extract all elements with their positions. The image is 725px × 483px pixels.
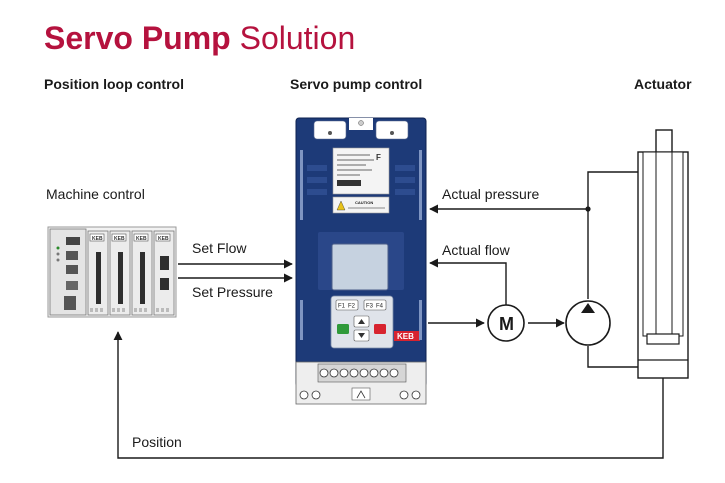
actuator-illustration [637, 129, 689, 379]
key-f3: F3 [366, 304, 374, 310]
title-strong: Servo Pump [44, 20, 231, 56]
motor-symbol: M [487, 304, 525, 342]
pump-to-cylinder-bottom [587, 346, 638, 368]
key-f2: F2 [348, 304, 356, 310]
heading-position-loop: Position loop control [44, 76, 184, 92]
position-feedback-arrow [113, 331, 664, 459]
label-set-flow: Set Flow [192, 240, 247, 256]
page-title: Servo Pump Solution [44, 18, 355, 58]
signal-lines [113, 171, 664, 459]
svg-text:KEB: KEB [136, 236, 147, 242]
pump-symbol [565, 300, 611, 346]
svg-text:F: F [376, 153, 381, 162]
motor-label: M [499, 314, 514, 334]
svg-text:KEB: KEB [114, 236, 125, 242]
key-f4: F4 [376, 304, 384, 310]
junction-dot [585, 206, 591, 212]
label-actual-flow: Actual flow [442, 242, 510, 258]
heading-actuator: Actuator [634, 76, 692, 92]
key-f1: F1 [338, 304, 346, 310]
pump-to-cylinder-top [587, 171, 638, 299]
servo-drive-illustration: F CAUTION F1 F2 F3 F4 KEB [295, 117, 427, 405]
svg-text:KEB: KEB [158, 236, 169, 242]
label-machine-control: Machine control [46, 186, 145, 202]
label-position: Position [132, 434, 182, 450]
label-actual-pressure: Actual pressure [442, 186, 540, 202]
heading-servo-pump: Servo pump control [290, 76, 423, 92]
keb-logo: KEB [397, 332, 414, 341]
caution-text: CAUTION [355, 200, 373, 205]
actual-flow-arrow [429, 258, 507, 306]
title-light: Solution [239, 20, 356, 56]
svg-text:KEB: KEB [92, 236, 103, 242]
label-set-pressure: Set Pressure [192, 284, 273, 300]
machine-control-illustration: KEB KEB KEB KEB [47, 226, 177, 318]
